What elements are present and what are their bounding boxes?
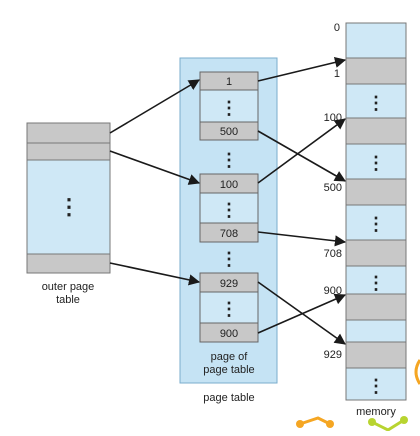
memory-frame — [345, 83, 407, 119]
outer-table-entry — [26, 253, 111, 274]
memory-frame — [345, 239, 407, 267]
memory-frame — [345, 319, 407, 343]
memory-frame — [345, 117, 407, 145]
arrow-entry708-to-memory — [257, 231, 347, 247]
memory-ellipsis: ⋮ — [367, 153, 385, 173]
memory-caption: memory — [356, 406, 396, 418]
outer-page-table-label: outer page — [42, 281, 95, 293]
memory-frame — [345, 265, 407, 295]
page-entry-929-label: 929 — [220, 278, 238, 290]
memory-ellipsis: ⋮ — [367, 273, 385, 293]
memory-frame — [345, 367, 407, 401]
arrow-outer-to-page3 — [109, 262, 201, 286]
page-of-page-table-label: page of — [211, 351, 249, 363]
outer-page-table-label-2: table — [56, 294, 80, 306]
page-table-caption: page table — [203, 392, 254, 404]
memory-frame — [345, 341, 407, 369]
arrow-entry929-to-memory — [257, 281, 346, 345]
arrow-entry900-to-memory — [257, 293, 347, 334]
arrow-outer-to-page1 — [109, 79, 200, 134]
memory-frame — [345, 57, 407, 85]
memory-ellipsis: ⋮ — [367, 376, 385, 396]
arrow-entry1-to-memory — [257, 56, 347, 82]
page-table-gap-ellipsis: ⋮ — [220, 150, 238, 170]
outer-table-entry — [26, 122, 111, 144]
memory-column: ⋮ ⋮ ⋮ ⋮ ⋮ — [345, 22, 407, 401]
page-of-page-table-2: 100 ⋮ 708 — [199, 173, 259, 243]
page-of-page-table-1: 1 ⋮ 500 — [199, 71, 259, 141]
memory-frame — [345, 204, 407, 241]
page-entry-ellipsis: ⋮ — [220, 200, 238, 220]
memory-ellipsis: ⋮ — [367, 93, 385, 113]
page-of-page-table-3: 929 ⋮ 900 — [199, 272, 259, 343]
memory-frame — [345, 143, 407, 180]
memory-address-0: 0 — [334, 22, 340, 34]
decorative-ornament — [296, 359, 420, 432]
memory-frame — [345, 293, 407, 321]
memory-address-900: 900 — [324, 285, 342, 297]
memory-frame — [345, 22, 407, 59]
memory-frame — [345, 178, 407, 206]
arrows — [109, 56, 347, 345]
page-entry-900-label: 900 — [220, 328, 238, 340]
outer-table-ellipsis: ⋮ — [58, 194, 80, 219]
memory-ellipsis: ⋮ — [367, 214, 385, 234]
page-entry-500-label: 500 — [220, 126, 238, 138]
memory-address-500: 500 — [324, 182, 342, 194]
memory-address-708: 708 — [324, 248, 342, 260]
memory-address-100: 100 — [324, 112, 342, 124]
outer-table-body — [26, 159, 111, 255]
memory-address-929: 929 — [324, 349, 342, 361]
arrow-entry100-to-memory — [257, 118, 346, 184]
outer-table-entry — [26, 142, 111, 161]
page-entry-100-label: 100 — [220, 179, 238, 191]
page-of-page-table-label-2: page table — [203, 364, 254, 376]
page-table-gap-ellipsis: ⋮ — [220, 249, 238, 269]
page-entry-gap — [199, 89, 259, 123]
arrow-outer-to-page2 — [109, 150, 201, 185]
page-entry-1-label: 1 — [226, 76, 232, 88]
memory-address-1: 1 — [334, 68, 340, 80]
page-entry-ellipsis: ⋮ — [220, 98, 238, 118]
arrow-entry500-to-memory — [257, 130, 346, 182]
page-entry-708-label: 708 — [220, 228, 238, 240]
page-entry-ellipsis: ⋮ — [220, 299, 238, 319]
outer-page-table: ⋮ — [26, 122, 111, 274]
